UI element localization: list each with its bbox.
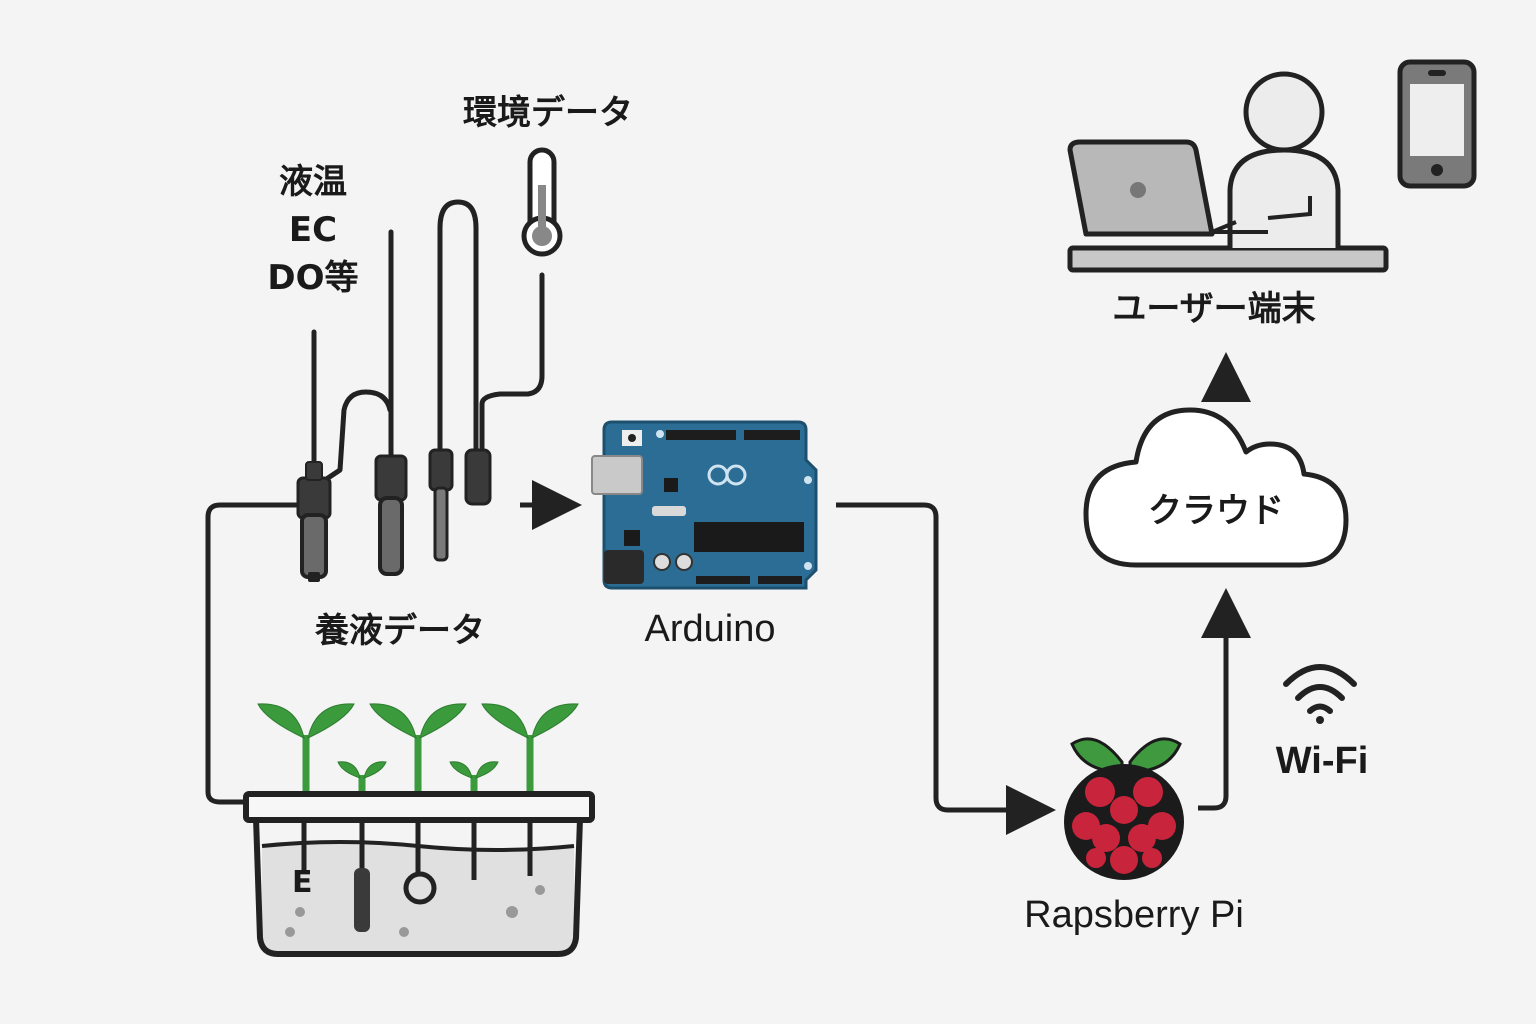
label-sensor-list: 液温 EC DO等 xyxy=(267,158,358,302)
user-person-icon xyxy=(1211,71,1341,248)
laptop-icon xyxy=(1067,139,1389,273)
probe-2 xyxy=(374,454,408,576)
hydroponic-tank xyxy=(243,791,595,957)
label-nutrient-data: 養液データ xyxy=(315,611,485,651)
label-sensor-liquid-temp: 液温 xyxy=(278,162,347,202)
label-user-terminal: ユーザー端末 xyxy=(1112,289,1316,329)
label-cloud: クラウド xyxy=(1148,491,1284,531)
label-sensor-ec: EC xyxy=(288,210,338,250)
label-raspberry-pi: Rapsberry Pi xyxy=(1024,894,1244,936)
arrow-raspberry-pi-to-cloud xyxy=(1198,588,1251,811)
probe-4 xyxy=(464,448,492,506)
plants xyxy=(257,703,579,795)
probe-1 xyxy=(296,461,332,582)
wire-arduino-to-raspberry-pi xyxy=(836,502,1056,835)
cloud-icon xyxy=(1083,407,1349,568)
wifi-icon xyxy=(1283,664,1357,724)
label-tank-marker: E xyxy=(292,865,313,900)
label-environment-data: 環境データ xyxy=(463,93,633,133)
thermometer-icon xyxy=(521,147,563,257)
label-arduino: Arduino xyxy=(644,608,776,650)
probe-3 xyxy=(428,448,454,562)
label-sensor-do: DO等 xyxy=(267,258,359,298)
sensor-cables xyxy=(205,199,545,805)
arduino-board xyxy=(591,420,818,590)
smartphone-icon xyxy=(1397,59,1477,189)
raspberry-pi-logo xyxy=(1064,737,1184,880)
label-wifi: Wi-Fi xyxy=(1275,740,1369,782)
